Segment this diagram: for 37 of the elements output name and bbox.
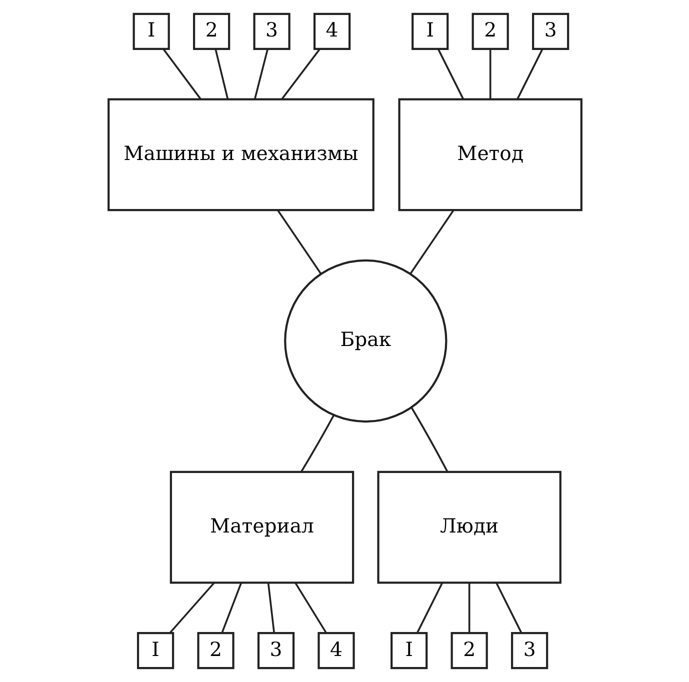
connector (294, 582, 326, 634)
connector (169, 582, 214, 634)
node-box: 2 (192, 12, 230, 50)
connector (214, 48, 228, 100)
node-box: I (390, 632, 428, 670)
connector (495, 582, 522, 633)
connector (468, 582, 470, 633)
connector (410, 407, 448, 472)
node-box: Материал (169, 470, 354, 584)
node-box: Люди (376, 470, 561, 584)
node-box: 4 (312, 12, 350, 50)
connector (436, 48, 464, 100)
node-box: I (136, 632, 174, 670)
connector (253, 48, 268, 100)
node-box: I (132, 12, 170, 50)
node-box: 3 (532, 12, 569, 50)
node-box: 3 (510, 632, 548, 670)
connector (280, 48, 320, 100)
connector (276, 210, 322, 274)
connector (266, 582, 274, 633)
node-box: 2 (196, 632, 234, 670)
connector (220, 582, 242, 633)
node-box: Метод (398, 98, 582, 212)
connector (516, 48, 543, 100)
connector (409, 210, 454, 274)
connector (416, 582, 443, 633)
node-box: 3 (252, 12, 290, 50)
connector (162, 48, 201, 100)
node-box: 2 (450, 632, 488, 670)
node-box: Машины и механизмы (107, 98, 374, 212)
node-box: 4 (317, 632, 354, 670)
node-box: I (411, 12, 448, 50)
connector (300, 415, 334, 472)
node-box: 2 (471, 12, 508, 50)
node-box: 3 (256, 632, 294, 670)
node-circle: Брак (284, 259, 447, 423)
connector (488, 49, 491, 100)
